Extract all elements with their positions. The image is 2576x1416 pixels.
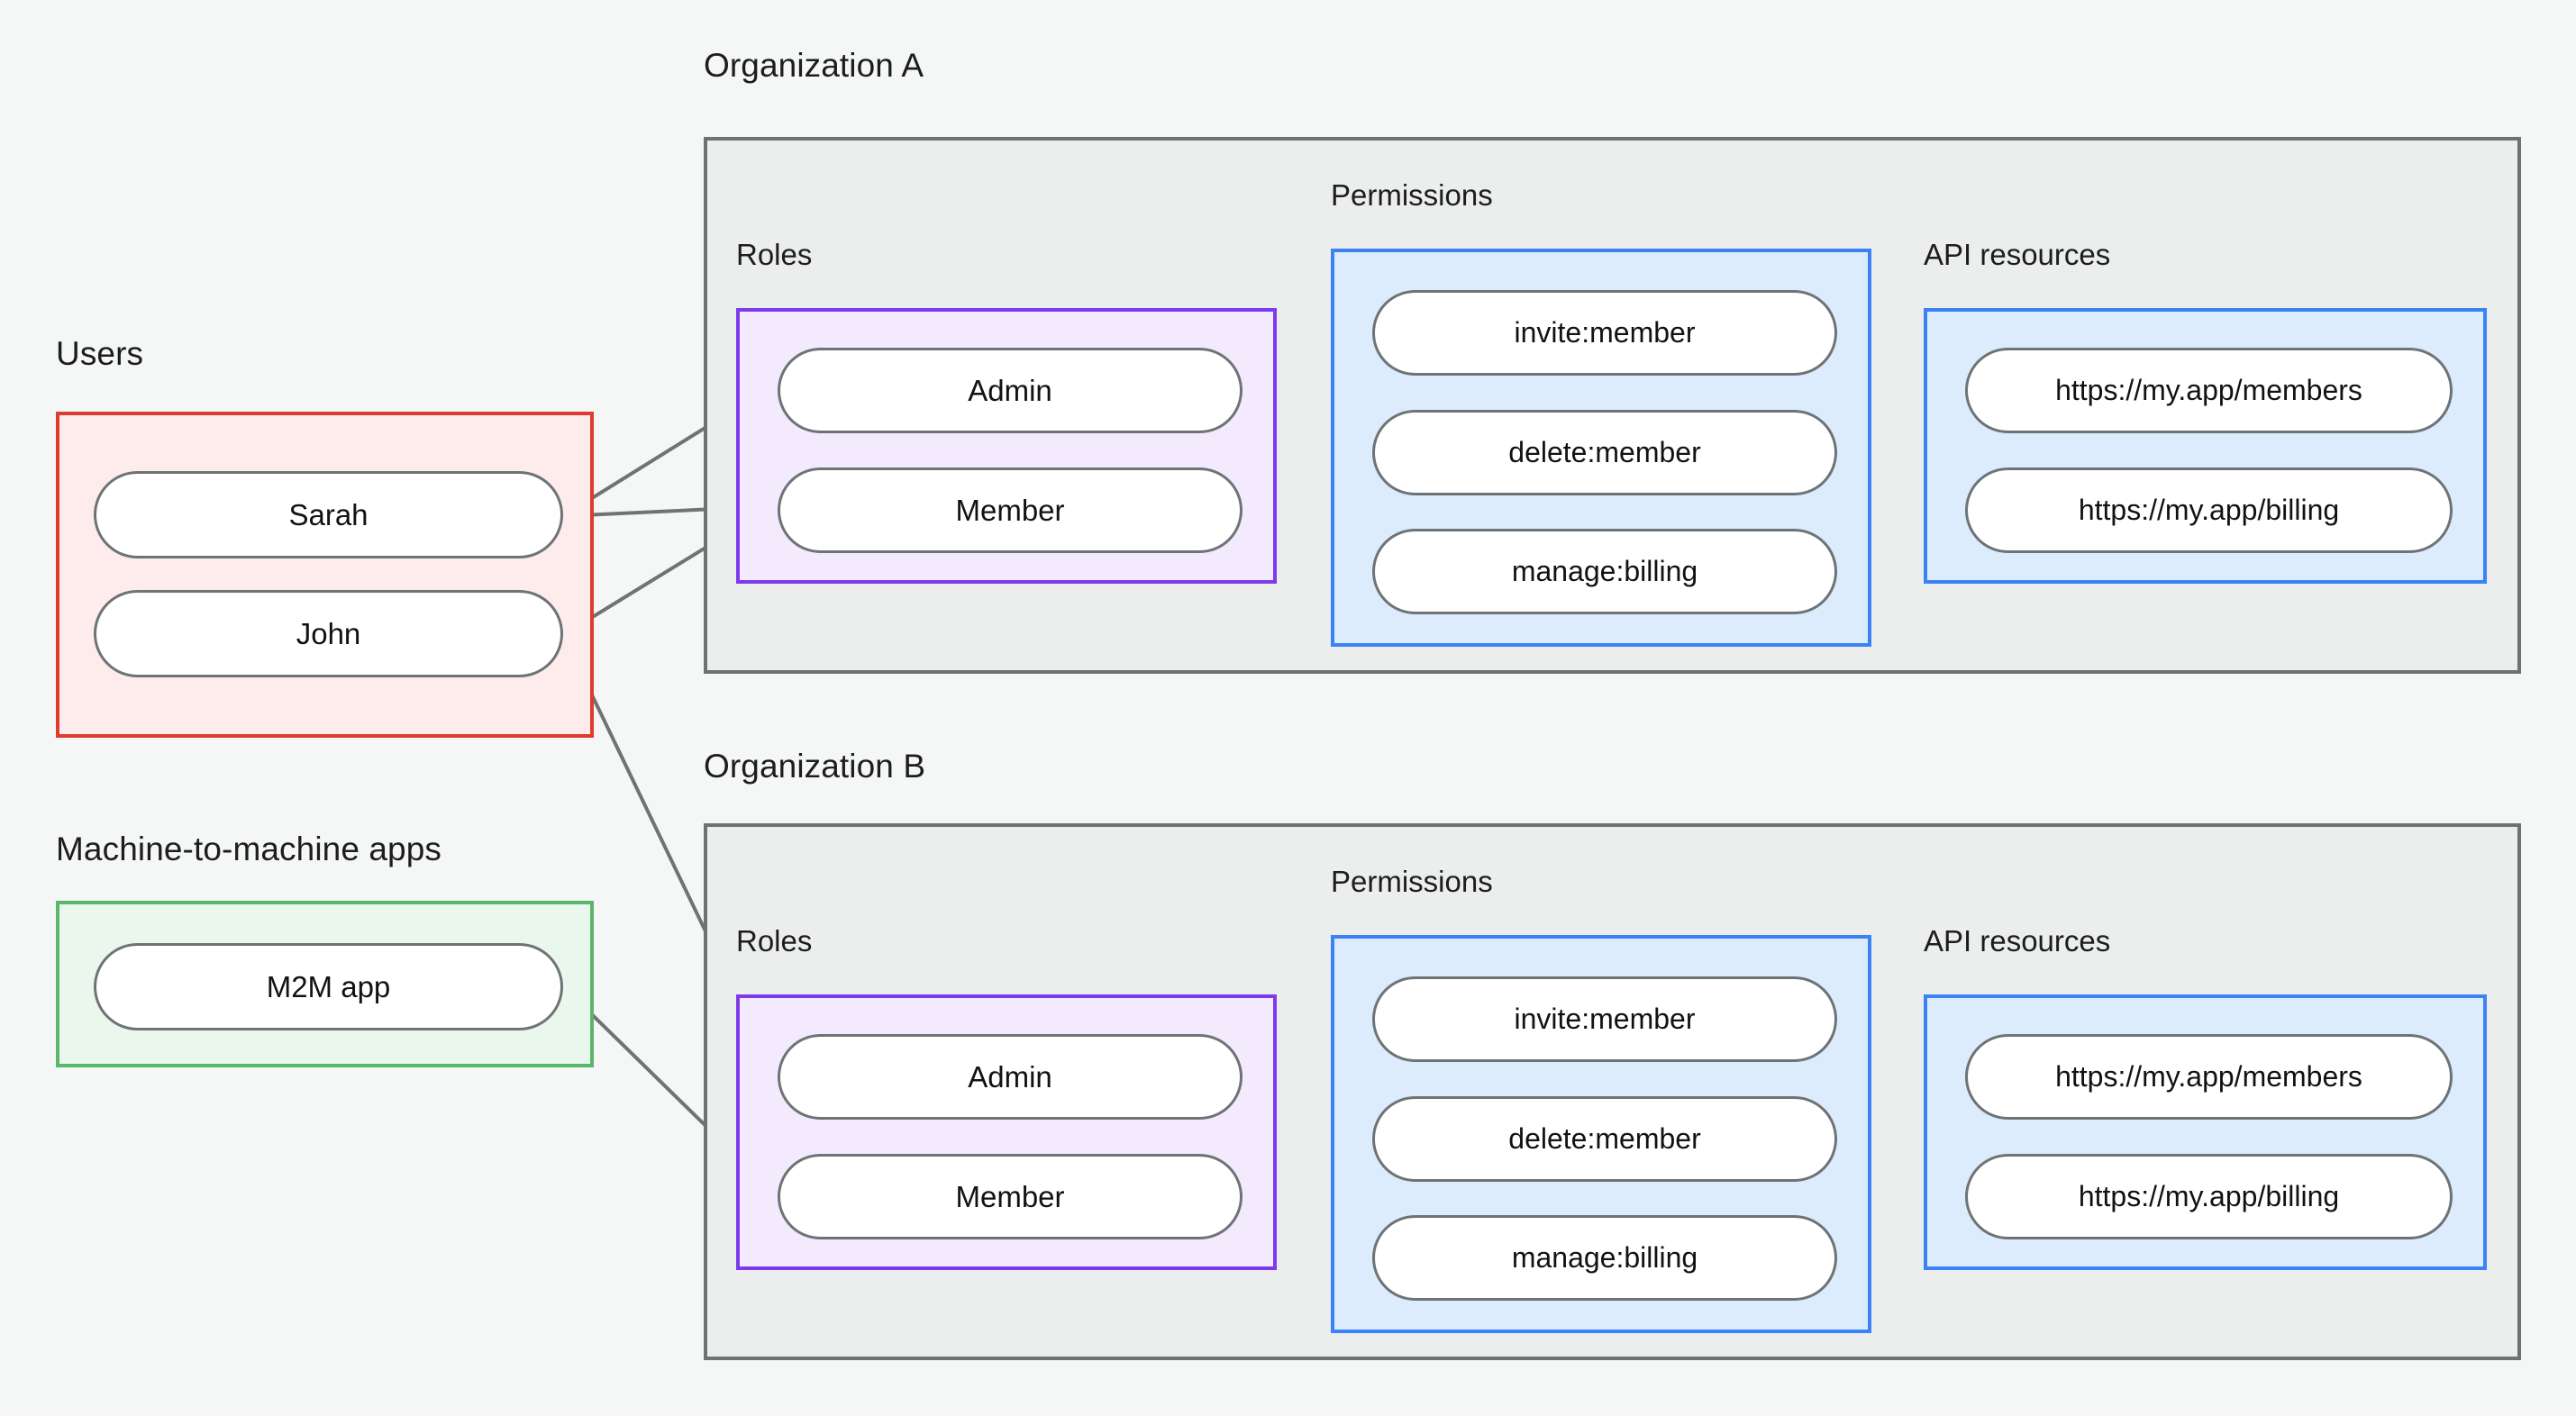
orgA-api-resources-label: API resources (1924, 238, 2111, 271)
m2m-group-label: Machine-to-machine apps (56, 831, 442, 867)
orgA-role-pill-member[interactable]: Member (778, 467, 1242, 553)
orgB-roles-label: Roles (736, 924, 813, 958)
orgA-permission-pill-manage-billing[interactable]: manage:billing (1372, 529, 1837, 614)
orgA-roles-label: Roles (736, 238, 813, 271)
orgB-api-pill-members[interactable]: https://my.app/members (1965, 1034, 2453, 1120)
orgA-permission-pill-delete-member[interactable]: delete:member (1372, 410, 1837, 495)
orgB-roles-box[interactable]: Admin Member (736, 994, 1277, 1270)
m2m-pill-app[interactable]: M2M app (94, 943, 563, 1030)
organization-b-label: Organization B (704, 748, 926, 785)
orgB-role-pill-member[interactable]: Member (778, 1154, 1242, 1239)
orgA-permissions-label: Permissions (1331, 178, 1493, 212)
orgB-permission-pill-invite-member[interactable]: invite:member (1372, 976, 1837, 1062)
orgA-role-pill-admin[interactable]: Admin (778, 348, 1242, 433)
orgB-permission-pill-manage-billing[interactable]: manage:billing (1372, 1215, 1837, 1301)
orgB-api-resources-box[interactable]: https://my.app/members https://my.app/bi… (1924, 994, 2487, 1270)
organization-b-box[interactable]: Roles Admin Member Permissions invite:me… (704, 823, 2521, 1360)
users-group-label: Users (56, 335, 144, 372)
orgB-api-pill-billing[interactable]: https://my.app/billing (1965, 1154, 2453, 1239)
orgB-permission-pill-delete-member[interactable]: delete:member (1372, 1096, 1837, 1182)
organization-a-box[interactable]: Roles Admin Member Permissions invite:me… (704, 137, 2521, 674)
orgA-roles-box[interactable]: Admin Member (736, 308, 1277, 584)
organization-a-label: Organization A (704, 47, 924, 84)
orgB-permissions-box[interactable]: invite:member delete:member manage:billi… (1331, 935, 1871, 1333)
orgB-role-pill-admin[interactable]: Admin (778, 1034, 1242, 1120)
orgA-api-resources-box[interactable]: https://my.app/members https://my.app/bi… (1924, 308, 2487, 584)
orgA-api-pill-members[interactable]: https://my.app/members (1965, 348, 2453, 433)
orgB-api-resources-label: API resources (1924, 924, 2111, 958)
m2m-group-box[interactable]: M2M app (56, 901, 594, 1067)
orgA-api-pill-billing[interactable]: https://my.app/billing (1965, 467, 2453, 553)
user-pill-john[interactable]: John (94, 590, 563, 677)
orgA-permission-pill-invite-member[interactable]: invite:member (1372, 290, 1837, 376)
orgB-permissions-label: Permissions (1331, 865, 1493, 898)
users-group-box[interactable]: Sarah John (56, 412, 594, 738)
orgA-permissions-box[interactable]: invite:member delete:member manage:billi… (1331, 249, 1871, 647)
user-pill-sarah[interactable]: Sarah (94, 471, 563, 558)
